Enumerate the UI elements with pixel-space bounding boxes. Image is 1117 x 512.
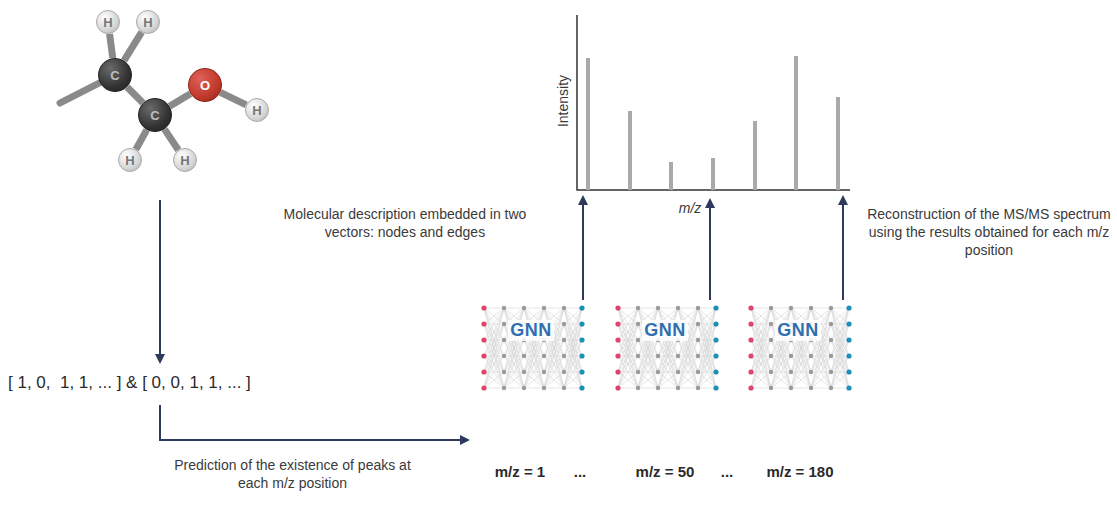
atom-circle: C <box>98 58 132 92</box>
atom-circle: H <box>136 10 160 34</box>
atom-symbol: O <box>200 78 210 93</box>
flow-arrow <box>709 200 711 300</box>
axis-label: m/z <box>670 199 710 217</box>
vector-text: [ 1, 0, 1, 1, ... ] & [ 0, 0, 1, 1, ... … <box>8 374 251 392</box>
atom-circle: O <box>188 68 222 102</box>
spectrum-bars <box>586 56 840 190</box>
ellipsis: ... <box>712 463 742 481</box>
step-note: Molecular description embedded in two ve… <box>275 205 535 241</box>
bond-line <box>170 94 191 107</box>
gnn-model: GNN <box>504 318 558 343</box>
step-note: Reconstruction of the MS/MS spectrum usi… <box>865 205 1113 259</box>
bond-line <box>220 92 246 104</box>
atom-symbol: H <box>252 103 261 118</box>
gnn-model: GNN <box>638 318 692 343</box>
axis-label: Intensity <box>554 61 572 141</box>
bond-line <box>136 130 147 150</box>
atom-symbol: H <box>103 15 112 30</box>
atom-symbol: C <box>110 68 119 83</box>
bond-line <box>127 87 143 103</box>
flow-arrow <box>160 405 468 440</box>
atom-circle: H <box>173 148 197 172</box>
bond-line <box>164 129 178 150</box>
bond-line <box>110 34 113 58</box>
flow-arrow <box>842 197 844 300</box>
mz-label: m/z = 50 <box>615 463 715 481</box>
flow-arrow <box>582 197 584 300</box>
model-label: GNN <box>642 320 688 341</box>
atom-circle: H <box>96 10 120 34</box>
step-note: Prediction of the existence of peaks at … <box>170 456 415 492</box>
mz-label: m/z = 180 <box>750 463 850 481</box>
chart-axes <box>577 15 850 190</box>
atom-symbol: H <box>143 15 152 30</box>
atom-circle: H <box>118 148 142 172</box>
model-label: GNN <box>775 320 821 341</box>
mz-label: m/z = 1 <box>470 463 570 481</box>
atom-symbol: H <box>180 153 189 168</box>
atom-symbol: H <box>125 153 134 168</box>
atom-symbol: C <box>150 108 159 123</box>
flow-arrow <box>159 200 161 362</box>
bond-line <box>124 32 142 60</box>
network-icons <box>481 305 851 390</box>
atom-circle: C <box>138 98 172 132</box>
gnn-model: GNN <box>771 318 825 343</box>
model-label: GNN <box>508 320 554 341</box>
atom-circle: H <box>245 98 269 122</box>
ellipsis: ... <box>565 463 595 481</box>
